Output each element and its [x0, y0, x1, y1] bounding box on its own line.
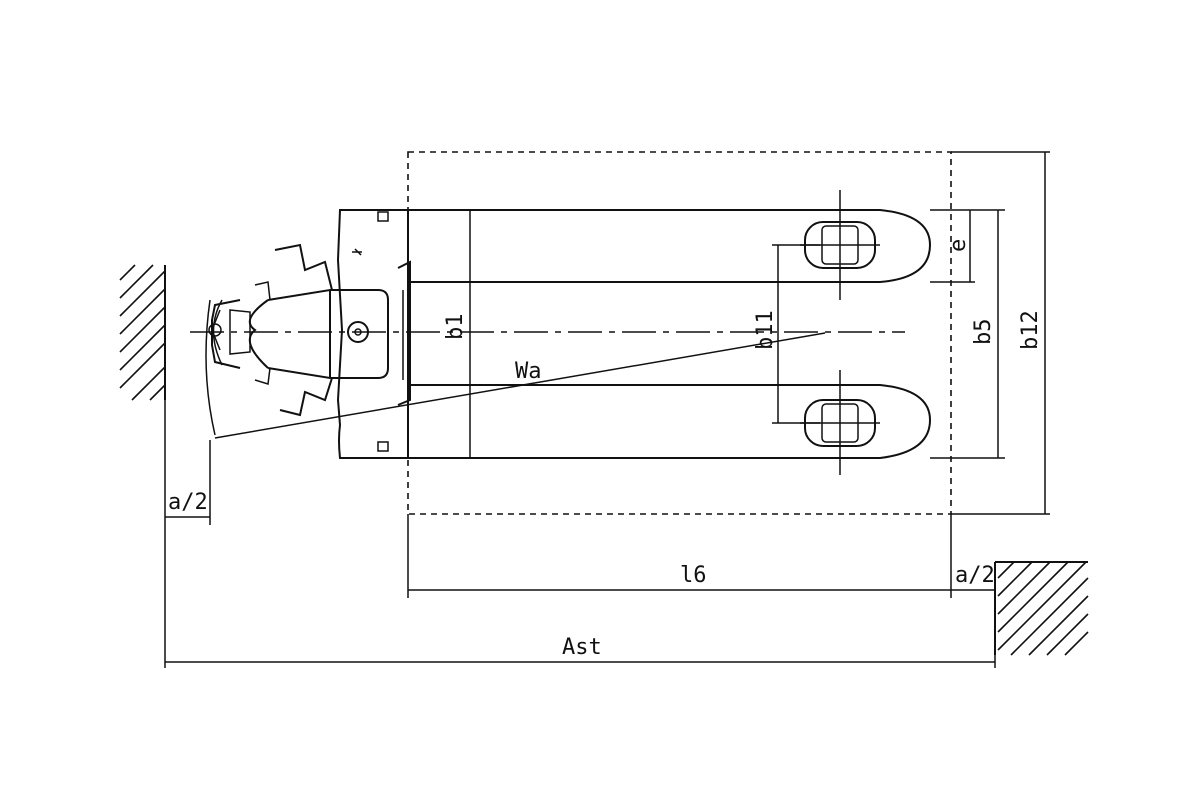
label-ast: Ast: [562, 635, 602, 660]
label-a2-left: a/2: [168, 490, 208, 515]
wa-radius-line: [214, 332, 826, 439]
label-a2-right: a/2: [955, 563, 995, 588]
fork-upper: [408, 209, 932, 283]
label-b12: b12: [1018, 310, 1043, 350]
label-b11: b11: [753, 310, 778, 350]
pallet-outline: [407, 151, 952, 515]
label-wa: Wa: [515, 359, 542, 384]
handle-arc: [205, 299, 216, 436]
label-b1: b1: [443, 314, 468, 341]
label-l6: l6: [680, 563, 707, 588]
label-e: e: [946, 239, 971, 252]
drive-unit: [208, 243, 389, 417]
left-wall-hatch: [119, 264, 166, 401]
fork-lower: [408, 384, 932, 459]
right-wall-hatch: [994, 561, 1089, 656]
label-b5: b5: [971, 319, 996, 346]
truck-body: [336, 209, 411, 459]
